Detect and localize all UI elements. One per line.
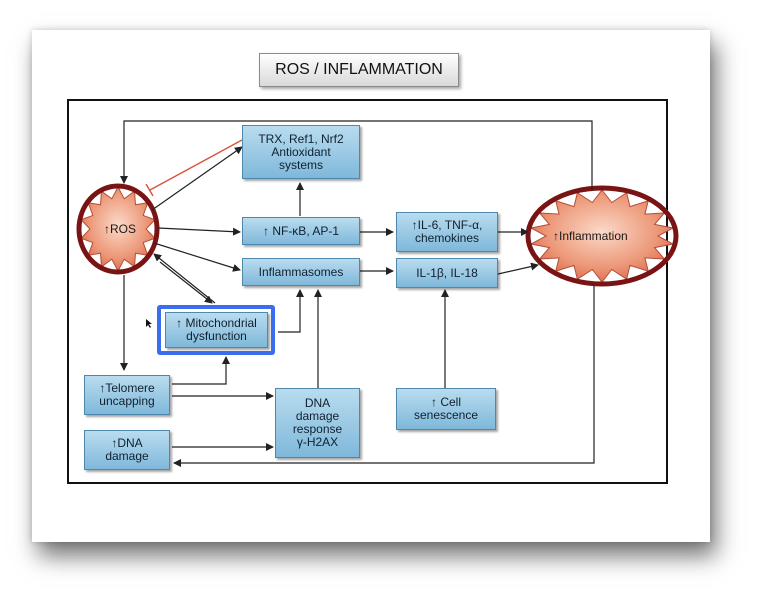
nfkb-label: ↑ NF-κB, AP-1 (262, 223, 339, 238)
inflammasomes-label: Inflammasomes (258, 264, 344, 279)
telomere-uncapping-box: ↑Telomere uncapping (84, 375, 170, 415)
senescence-line-2: senescence (413, 408, 479, 422)
slide-title-text: ROS / INFLAMMATION (275, 61, 443, 78)
il1b-il18-box: IL-1β, IL-18 (396, 258, 498, 288)
antioxidant-line-1: TRX, Ref1, Nrf2 (258, 131, 344, 146)
mito-line-2: dysfunction (186, 329, 247, 343)
inflammation-label: ↑Inflammation (553, 229, 628, 243)
ros-mito-arrow (159, 261, 213, 304)
diagram-frame (67, 99, 668, 484)
il1b-to-inflammation-arrow (497, 262, 539, 275)
dna-damage-response-box: DNA damage response γ-H2AX (275, 388, 360, 458)
antioxidant-line-3: systems (278, 157, 323, 172)
inflammasomes-box: Inflammasomes (242, 258, 360, 286)
dna-damage-line-2: damage (105, 449, 149, 463)
ddr-line-3: response (292, 422, 343, 436)
ddr-line-4: γ-H2AX (296, 435, 339, 449)
senescence-line-1: ↑ Cell (430, 395, 461, 409)
telomere-line-2: uncapping (99, 394, 155, 408)
inflammation-to-dna-damage-arrow (173, 286, 595, 467)
il6-line-2: chemokines (414, 231, 480, 245)
telomere-to-mito-arrow (172, 356, 230, 385)
ros-to-antioxidant-arrow (151, 146, 243, 211)
ros-to-nfkb-arrow (157, 227, 241, 236)
ros-label: ↑ROS (104, 222, 137, 236)
ros-to-inflammasomes-arrow (153, 242, 241, 272)
antioxidant-inhibits-ros (145, 139, 243, 197)
mitochondrial-dysfunction-box: ↑ Mitochondrial dysfunction (165, 312, 268, 348)
dna-damage-line-1: ↑DNA (111, 436, 143, 450)
il6-tnf-chemokines-box: ↑IL-6, TNF-α, chemokines (396, 212, 498, 252)
antioxidant-systems-box: TRX, Ref1, Nrf2 Antioxidant systems (242, 125, 360, 179)
ros-burst (76, 183, 160, 275)
mito-line-1: ↑ Mitochondrial (176, 316, 257, 330)
slide-title: ROS / INFLAMMATION (259, 53, 459, 87)
mouse-pointer-icon (146, 319, 152, 328)
telomere-line-1: ↑Telomere (99, 381, 155, 395)
ddr-line-1: DNA (304, 396, 331, 410)
mito-ros-arrow (153, 253, 216, 304)
antioxidant-line-2: Antioxidant (271, 144, 331, 159)
il6-line-1: ↑IL-6, TNF-α, (411, 218, 483, 232)
dna-damage-box: ↑DNA damage (84, 430, 170, 470)
il1b-label: IL-1β, IL-18 (416, 265, 478, 280)
nfkb-ap1-box: ↑ NF-κB, AP-1 (242, 217, 360, 245)
inflammation-burst (525, 185, 679, 287)
cell-senescence-box: ↑ Cell senescence (396, 388, 496, 430)
mito-highlight-outline (157, 305, 275, 355)
ddr-line-2: damage (295, 409, 340, 423)
inflammation-ros-feedback (120, 120, 593, 190)
mito-to-inflammasomes-arrow (278, 289, 304, 333)
